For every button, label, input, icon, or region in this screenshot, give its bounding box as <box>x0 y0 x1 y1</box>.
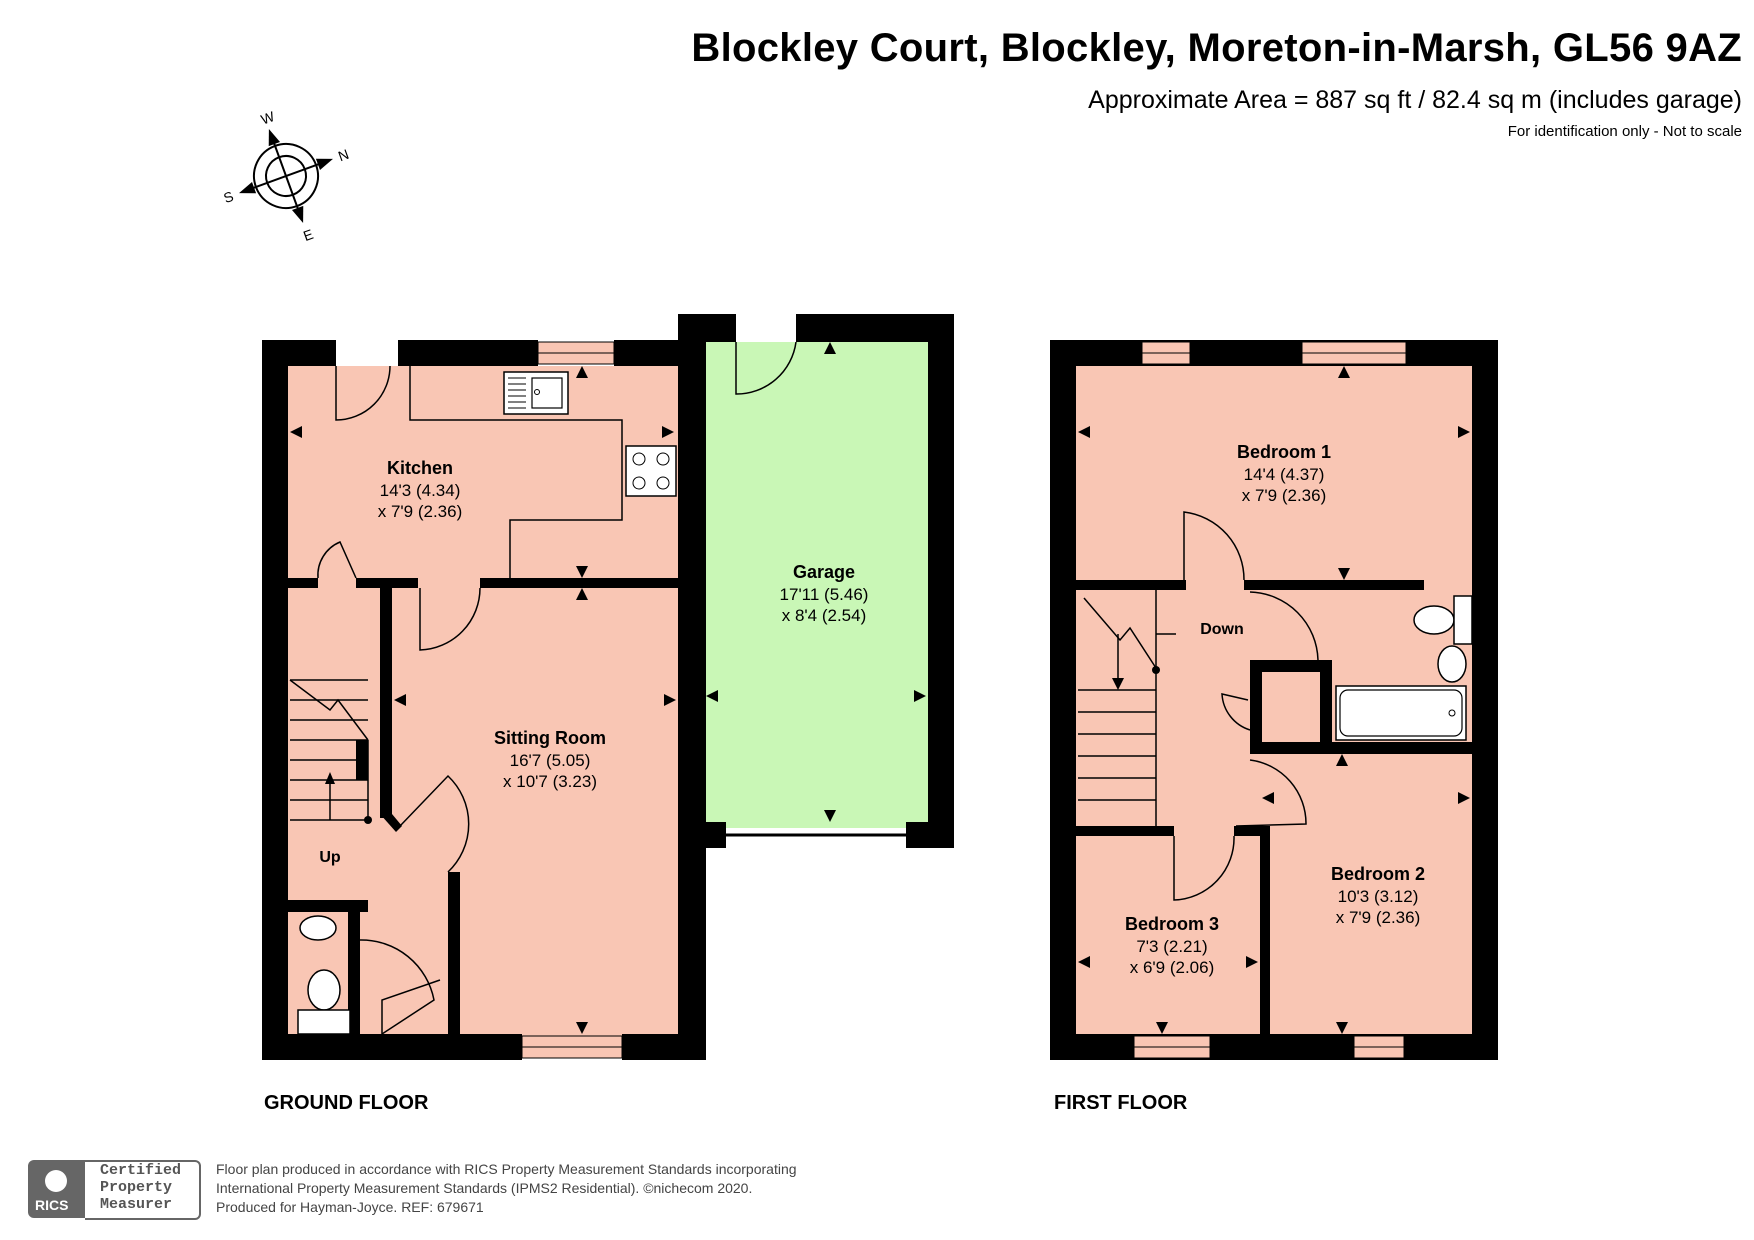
sitting-room-name: Sitting Room <box>494 728 606 748</box>
rics-line2: Property <box>100 1179 173 1196</box>
bedroom1-dim2: x 7'9 (2.36) <box>1242 486 1327 505</box>
ground-floor-label: GROUND FLOOR <box>264 1092 429 1114</box>
footer-line3: Produced for Hayman-Joyce. REF: 679671 <box>216 1199 484 1215</box>
identification-note: For identification only - Not to scale <box>1507 123 1742 140</box>
ground-floor-plan: Kitchen 14'3 (4.34) x 7'9 (2.36) Sitting… <box>262 314 954 1060</box>
first-floor-plan: Bedroom 1 14'4 (4.37) x 7'9 (2.36) Bedro… <box>1050 340 1498 1060</box>
footer-line2: International Property Measurement Stand… <box>216 1180 753 1196</box>
garage-name: Garage <box>793 562 855 582</box>
compass-n: N <box>336 146 351 164</box>
sitting-room-dim1: 16'7 (5.05) <box>510 751 591 770</box>
bedroom2-dim2: x 7'9 (2.36) <box>1336 908 1421 927</box>
compass-e: E <box>301 226 315 244</box>
stairs-down-label: Down <box>1200 621 1244 638</box>
rics-badge: RICS Certified Property Measurer <box>28 1160 203 1220</box>
compass-s: S <box>221 188 235 206</box>
kitchen-name: Kitchen <box>387 458 453 478</box>
first-floor-label: FIRST FLOOR <box>1054 1092 1188 1114</box>
footer-text: Floor plan produced in accordance with R… <box>216 1160 797 1217</box>
rics-lion-icon <box>45 1170 67 1192</box>
kitchen-dim2: x 7'9 (2.36) <box>378 502 463 521</box>
compass-w: W <box>259 108 278 128</box>
bedroom3-dim2: x 6'9 (2.06) <box>1130 958 1215 977</box>
bedroom2-name: Bedroom 2 <box>1331 864 1425 884</box>
ground-floor-fill <box>262 366 682 1058</box>
bedroom2-dim1: 10'3 (3.12) <box>1338 887 1419 906</box>
rics-org: RICS <box>35 1197 69 1213</box>
garage-dim2: x 8'4 (2.54) <box>782 606 867 625</box>
bedroom3-name: Bedroom 3 <box>1125 914 1219 934</box>
garage-dim1: 17'11 (5.46) <box>780 585 869 604</box>
approximate-area: Approximate Area = 887 sq ft / 82.4 sq m… <box>1088 86 1742 114</box>
kitchen-dim1: 14'3 (4.34) <box>380 481 461 500</box>
sitting-room-dim2: x 10'7 (3.23) <box>503 772 597 791</box>
garage-fill <box>706 342 928 828</box>
footer-line1: Floor plan produced in accordance with R… <box>216 1161 797 1177</box>
rics-line3: Measurer <box>100 1196 173 1213</box>
bedroom3-dim1: 7'3 (2.21) <box>1136 937 1207 956</box>
rics-line1: Certified <box>100 1162 182 1179</box>
stairs-up-label: Up <box>319 849 341 866</box>
bedroom1-dim1: 14'4 (4.37) <box>1244 465 1325 484</box>
bedroom1-name: Bedroom 1 <box>1237 442 1331 462</box>
page-title: Blockley Court, Blockley, Moreton-in-Mar… <box>691 26 1742 70</box>
compass-icon: W N E S <box>221 108 351 244</box>
